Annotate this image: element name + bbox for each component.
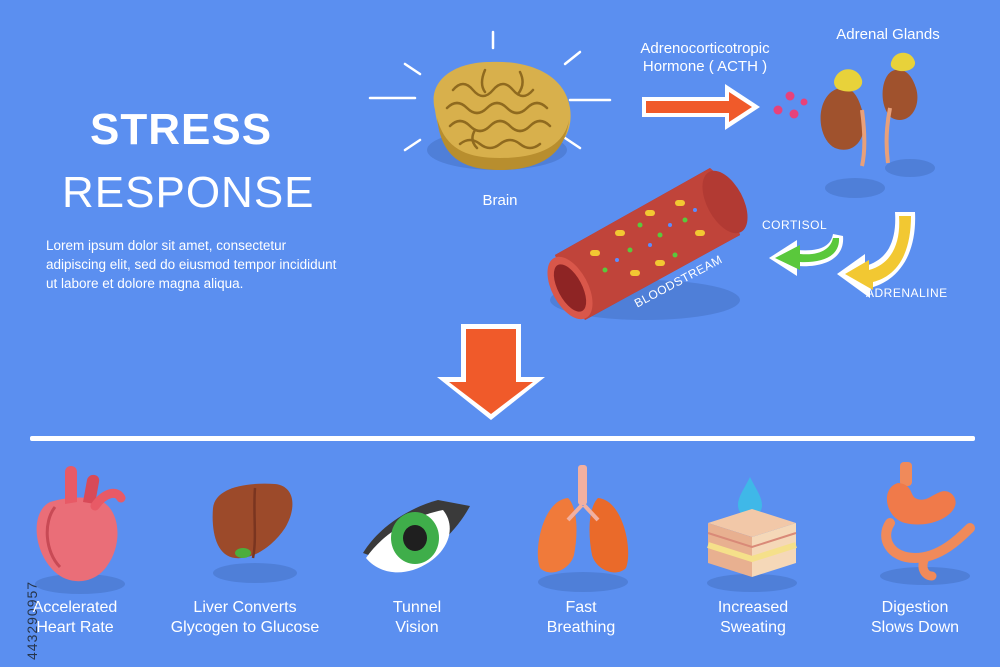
acth-label-line2: Hormone ( ACTH ) (642, 58, 768, 75)
effect-line2: Sweating (720, 619, 786, 636)
title-response: RESPONSE (62, 168, 315, 217)
brain-label: Brain (482, 192, 518, 209)
section-divider (30, 436, 975, 441)
heart-icon (35, 466, 126, 594)
adrenal-glands-label: Adrenal Glands (836, 26, 940, 43)
effect-label-sweating: Increased Sweating (668, 598, 838, 638)
skin-sweat-icon (707, 477, 797, 592)
effect-line2: Breathing (546, 619, 616, 636)
effect-line1: Fast (565, 599, 597, 616)
cortisol-arrow-icon (769, 234, 844, 276)
stomach-icon (880, 462, 975, 585)
effect-label-tunnel-vision: Tunnel Vision (332, 598, 502, 638)
liver-icon (212, 483, 297, 583)
title-stress: STRESS (90, 105, 273, 154)
acth-label-line1: Adrenocorticotropic (640, 40, 770, 57)
effect-line1: Tunnel (392, 599, 442, 616)
brain-icon (368, 30, 612, 170)
effect-label-digestion: Digestion Slows Down (830, 598, 1000, 638)
effect-line2: Heart Rate (36, 619, 114, 636)
eye-icon (363, 500, 470, 573)
hormone-molecules-icon (773, 91, 808, 119)
adrenal-glands-icon (820, 52, 935, 198)
effect-line2: Glycogen to Glucose (170, 619, 320, 636)
effect-line1: Digestion (881, 599, 949, 616)
adrenaline-arrow-icon (837, 212, 916, 298)
effect-line1: Increased (717, 599, 789, 616)
effect-line1: Liver Converts (193, 599, 297, 616)
description-text: Lorem ipsum dolor sit amet, consectetur … (46, 238, 337, 291)
effect-label-heart-rate: Accelerated Heart Rate (0, 598, 160, 638)
down-arrow-icon (437, 324, 545, 420)
lungs-icon (537, 465, 629, 592)
effect-label-liver: Liver Converts Glycogen to Glucose (160, 598, 330, 638)
acth-arrow-icon (642, 84, 760, 130)
adrenaline-label: ADRENALINE (866, 286, 948, 300)
blood-vessel-icon (547, 168, 748, 320)
effect-line2: Vision (395, 619, 439, 636)
effect-line1: Accelerated (32, 599, 118, 616)
cortisol-label: CORTISOL (762, 218, 828, 232)
acth-label: Adrenocorticotropic Hormone ( ACTH ) (615, 40, 795, 76)
effect-label-breathing: Fast Breathing (496, 598, 666, 638)
effect-line2: Slows Down (870, 619, 960, 636)
